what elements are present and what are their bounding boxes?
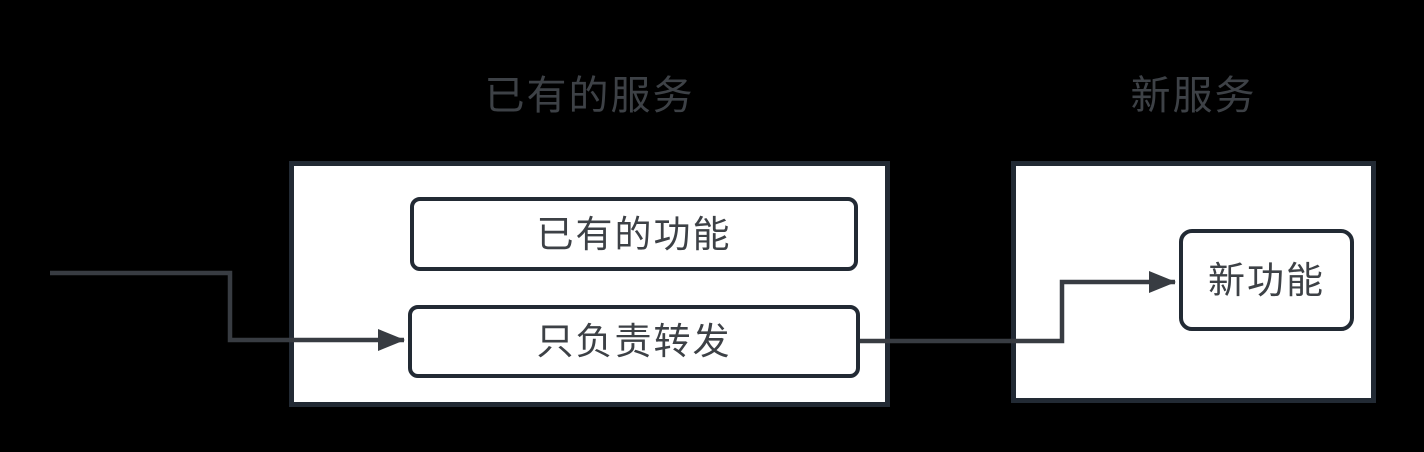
existing-service-container: 已有的功能 只负责转发 <box>289 161 890 407</box>
node-forward-only: 只负责转发 <box>408 305 860 378</box>
existing-service-title: 已有的服务 <box>484 74 695 118</box>
new-service-container: 新功能 <box>1011 161 1376 403</box>
node-new-function: 新功能 <box>1179 229 1354 331</box>
node-existing-function: 已有的功能 <box>410 197 858 271</box>
new-service-title: 新服务 <box>1130 74 1257 118</box>
